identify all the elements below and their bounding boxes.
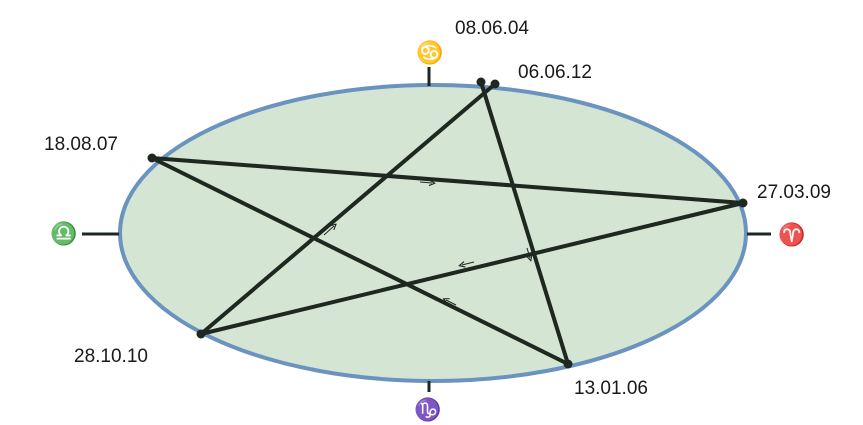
date-label-top-a: 08.06.04	[455, 18, 529, 39]
cancer-icon: ♋	[416, 40, 443, 66]
edge-10-to-12	[199, 82, 497, 336]
arrow-up-lower	[446, 300, 457, 306]
date-label-bottom-right: 13.01.06	[574, 378, 648, 399]
edge-04-to-06	[479, 80, 570, 366]
edge-06-to-07	[150, 156, 570, 366]
point-28-10-10	[196, 329, 206, 339]
date-label-top-b: 06.06.12	[518, 62, 592, 83]
arrow-down-right	[527, 247, 530, 258]
aries-icon: ♈	[778, 222, 805, 248]
point-08-06-04	[476, 77, 486, 87]
point-27-03-09	[738, 198, 748, 208]
arrow-up-left	[323, 226, 334, 236]
date-label-right: 27.03.09	[757, 182, 831, 203]
date-label-left: 18.08.07	[44, 134, 118, 155]
date-label-bottom-left: 28.10.10	[74, 346, 148, 367]
libra-icon: ♎	[50, 221, 77, 247]
point-13-01-06	[563, 359, 573, 369]
arrow-left-middle	[462, 262, 475, 265]
arrow-right-top	[419, 182, 432, 183]
orbit-ellipse	[118, 83, 748, 383]
capricorn-icon: ♑	[414, 397, 441, 423]
point-06-06-12	[490, 79, 500, 89]
point-18-08-07	[147, 153, 157, 163]
edge-09-to-10	[199, 201, 745, 336]
edge-07-to-09	[150, 156, 745, 205]
